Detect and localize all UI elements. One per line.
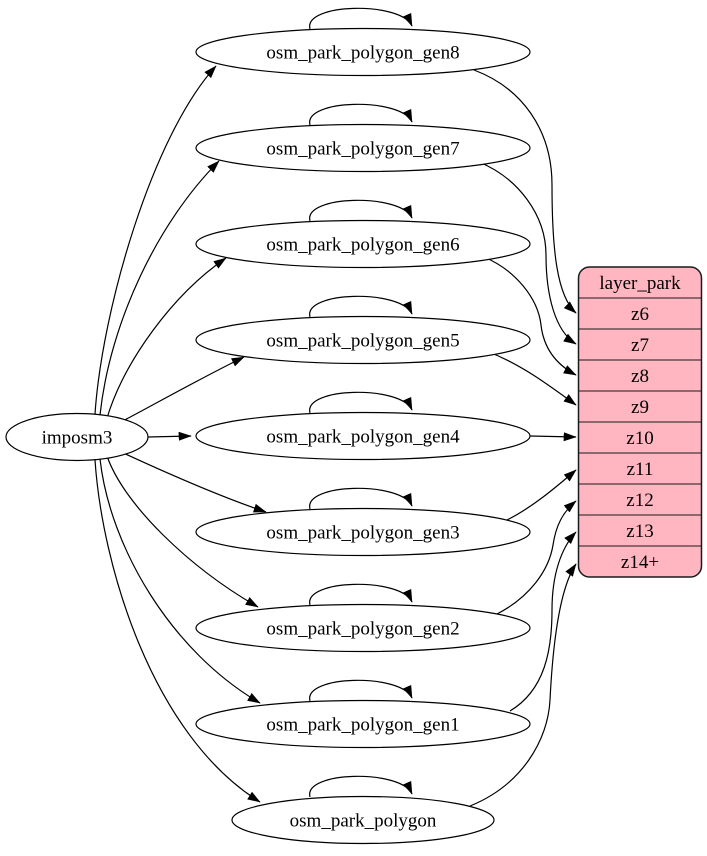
node-layer_park: layer_park z6 z7 z8 z9 z10 z11 z12 z13 z14+ [577, 266, 703, 578]
node-ellipse [231, 795, 495, 845]
node-osm_park_polygon_gen4: osm_park_polygon_gen4 [195, 411, 531, 461]
layer-row-z10: z10 [626, 428, 653, 449]
layer-row-z6: z6 [631, 304, 649, 325]
edge-osm_park_polygon_gen8-to-row-z6 [473, 69, 577, 314]
edge-osm_park_polygon_gen5-to-row-z9 [488, 351, 577, 406]
node-ellipse [195, 507, 531, 557]
self-loop-osm_park_polygon_gen5 [309, 295, 413, 318]
node-osm_park_polygon_gen7: osm_park_polygon_gen7 [195, 123, 531, 173]
node-label: osm_park_polygon_gen8 [266, 43, 459, 64]
node-ellipse [195, 27, 531, 77]
node-label: osm_park_polygon_gen4 [266, 427, 460, 448]
edge-imposm3-to-osm_park_polygon_gen3 [118, 450, 267, 513]
layer-row-z7: z7 [631, 335, 649, 356]
node-label: imposm3 [42, 428, 113, 449]
node-osm_park_polygon_gen1: osm_park_polygon_gen1 [195, 699, 531, 749]
self-loop-osm_park_polygon_gen6 [309, 199, 413, 222]
layer-row-z13: z13 [626, 521, 653, 542]
self-loop-osm_park_polygon_gen3 [309, 487, 413, 510]
edge-imposm3-to-osm_park_polygon_gen1 [99, 458, 261, 704]
node-label: osm_park_polygon [290, 811, 437, 832]
node-label: osm_park_polygon_gen3 [266, 523, 459, 544]
layer-title: layer_park [599, 273, 681, 294]
layer-row-z14+: z14+ [621, 552, 659, 573]
edge-imposm3-to-osm_park_polygon_gen5 [118, 356, 245, 424]
node-ellipse [195, 603, 531, 653]
layer-row-z8: z8 [631, 366, 649, 387]
node-ellipse [5, 412, 149, 462]
edge-imposm3-to-osm_park_polygon [94, 459, 261, 803]
self-loop-osm_park_polygon_gen2 [309, 583, 413, 606]
edge-osm_park_polygon_gen1-to-row-z13 [509, 531, 577, 712]
node-ellipse [195, 219, 531, 269]
node-label: osm_park_polygon_gen5 [266, 331, 459, 352]
self-loop-osm_park_polygon_gen1 [309, 679, 413, 702]
node-label: osm_park_polygon_gen7 [266, 139, 459, 160]
edge-osm_park_polygon_gen4-to-row-z10 [529, 432, 577, 442]
node-osm_park_polygon_gen3: osm_park_polygon_gen3 [195, 507, 531, 557]
layer-row-z11: z11 [627, 459, 654, 480]
node-osm_park_polygon: osm_park_polygon [231, 795, 495, 845]
node-label: osm_park_polygon_gen2 [266, 619, 459, 640]
self-loop-osm_park_polygon_gen8 [309, 7, 413, 30]
layer-row-z12: z12 [626, 490, 653, 511]
edge-imposm3-to-osm_park_polygon_gen4 [147, 431, 192, 441]
edge-osm_park_polygon_gen6-to-row-z8 [483, 256, 577, 376]
edge-osm_park_polygon_gen2-to-row-z12 [496, 500, 577, 615]
node-osm_park_polygon_gen5: osm_park_polygon_gen5 [195, 315, 531, 365]
node-osm_park_polygon_gen8: osm_park_polygon_gen8 [195, 27, 531, 77]
node-label: osm_park_polygon_gen6 [266, 235, 459, 256]
node-osm_park_polygon_gen6: osm_park_polygon_gen6 [195, 219, 531, 269]
node-ellipse [195, 699, 531, 749]
node-ellipse [195, 411, 531, 461]
self-loop-osm_park_polygon_gen7 [309, 103, 413, 126]
self-loop-osm_park_polygon_gen4 [309, 391, 413, 414]
edge-imposm3-to-osm_park_polygon_gen8 [94, 65, 217, 415]
edge-osm_park_polygon_gen3-to-row-z11 [506, 469, 577, 521]
self-loop-osm_park_polygon [309, 775, 413, 798]
node-imposm3: imposm3 [5, 412, 149, 462]
layer-row-z9: z9 [631, 397, 649, 418]
node-ellipse [195, 315, 531, 365]
edge-osm_park_polygon-to-row-z14+ [469, 563, 577, 807]
edge-imposm3-to-osm_park_polygon_gen6 [106, 257, 227, 419]
edge-imposm3-to-osm_park_polygon_gen2 [106, 455, 259, 608]
edge-imposm3-to-osm_park_polygon_gen7 [99, 160, 220, 416]
edge-osm_park_polygon_gen7-to-row-z7 [478, 161, 577, 345]
node-label: osm_park_polygon_gen1 [266, 715, 459, 736]
node-osm_park_polygon_gen2: osm_park_polygon_gen2 [195, 603, 531, 653]
node-ellipse [195, 123, 531, 173]
